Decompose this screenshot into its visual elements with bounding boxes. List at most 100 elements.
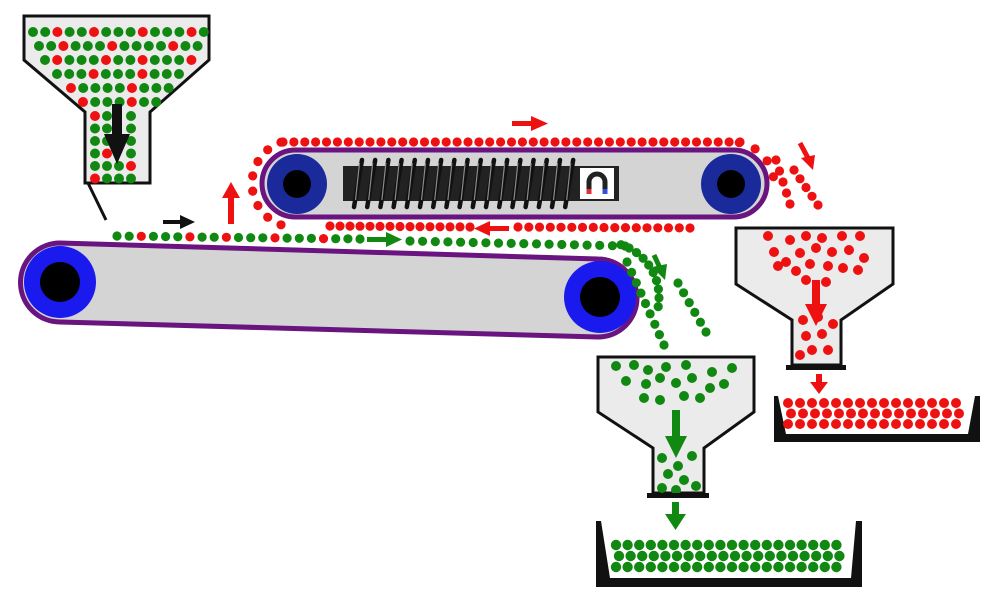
particle bbox=[837, 231, 847, 241]
particle bbox=[660, 550, 671, 562]
particle bbox=[161, 69, 172, 79]
particle bbox=[468, 237, 478, 248]
particle bbox=[156, 41, 166, 51]
particle bbox=[534, 222, 545, 232]
particle bbox=[741, 550, 752, 562]
particle bbox=[695, 317, 706, 327]
particle bbox=[125, 27, 136, 37]
particle bbox=[679, 391, 689, 401]
particle bbox=[70, 41, 81, 51]
particle bbox=[325, 221, 335, 231]
particle bbox=[954, 408, 964, 419]
particle bbox=[126, 173, 136, 184]
particle bbox=[102, 97, 113, 107]
particle bbox=[550, 137, 560, 147]
coil-winding-highlight bbox=[486, 162, 493, 201]
particle bbox=[810, 408, 820, 419]
particle bbox=[738, 561, 749, 573]
particle bbox=[639, 393, 649, 403]
particle bbox=[645, 561, 656, 573]
particle bbox=[52, 55, 63, 65]
particle bbox=[785, 199, 795, 209]
particle bbox=[637, 137, 647, 147]
particle bbox=[687, 373, 697, 383]
particle bbox=[192, 41, 203, 51]
particle bbox=[650, 319, 660, 329]
particle bbox=[112, 231, 122, 241]
flow-arrow-icon bbox=[512, 116, 548, 131]
particle bbox=[101, 55, 111, 65]
particle bbox=[783, 419, 793, 429]
particle bbox=[692, 561, 703, 573]
particle bbox=[778, 177, 788, 187]
particle bbox=[795, 419, 805, 429]
particle bbox=[773, 539, 784, 551]
particle bbox=[465, 222, 475, 232]
particle bbox=[114, 161, 124, 171]
particle bbox=[64, 27, 75, 37]
particle bbox=[918, 408, 928, 419]
particle bbox=[691, 137, 702, 147]
particle bbox=[807, 419, 817, 429]
feed-hopper-particles bbox=[28, 27, 209, 184]
particle bbox=[435, 222, 445, 232]
particle bbox=[409, 137, 419, 147]
particle bbox=[294, 233, 304, 243]
particle bbox=[939, 398, 949, 408]
particle bbox=[695, 393, 705, 403]
particle bbox=[870, 408, 880, 419]
particle bbox=[519, 239, 529, 249]
particle bbox=[398, 137, 408, 147]
particle bbox=[654, 330, 665, 340]
particle bbox=[474, 137, 484, 147]
magnetic-hopper-down-arrow-icon bbox=[805, 280, 827, 326]
particle bbox=[769, 247, 779, 257]
particle bbox=[127, 83, 137, 93]
particle bbox=[648, 137, 658, 147]
particle bbox=[376, 137, 386, 147]
particle bbox=[604, 137, 615, 147]
particle bbox=[46, 41, 57, 51]
particle bbox=[903, 398, 913, 408]
particle bbox=[186, 55, 197, 65]
particle bbox=[853, 265, 863, 275]
particle bbox=[764, 550, 775, 562]
particle bbox=[101, 27, 112, 37]
particle bbox=[773, 261, 783, 271]
particle bbox=[95, 41, 105, 51]
particle bbox=[107, 41, 118, 51]
particle bbox=[209, 232, 219, 242]
coil-winding-highlight bbox=[434, 162, 440, 201]
particle bbox=[668, 561, 680, 573]
particle bbox=[637, 550, 648, 562]
particle bbox=[823, 345, 833, 355]
particle bbox=[642, 223, 652, 233]
particle bbox=[927, 419, 937, 429]
particle bbox=[395, 221, 405, 232]
particle bbox=[727, 363, 737, 373]
particle bbox=[493, 238, 504, 248]
particle bbox=[859, 253, 869, 263]
particle bbox=[891, 419, 901, 429]
particle bbox=[879, 419, 889, 429]
particle bbox=[125, 55, 136, 65]
particle bbox=[186, 27, 197, 37]
particle bbox=[113, 69, 123, 79]
particle bbox=[610, 561, 622, 573]
particle bbox=[593, 137, 604, 147]
particle bbox=[78, 97, 88, 107]
particle bbox=[485, 137, 495, 147]
particle bbox=[163, 83, 174, 93]
particle bbox=[834, 550, 845, 562]
particle bbox=[137, 55, 148, 65]
particle bbox=[718, 550, 729, 562]
particle bbox=[174, 27, 185, 37]
particle bbox=[631, 223, 641, 233]
particle bbox=[90, 97, 101, 107]
particle bbox=[673, 278, 683, 288]
particle bbox=[418, 236, 428, 246]
particle bbox=[750, 144, 760, 154]
particle bbox=[774, 166, 785, 176]
particle bbox=[674, 223, 684, 233]
